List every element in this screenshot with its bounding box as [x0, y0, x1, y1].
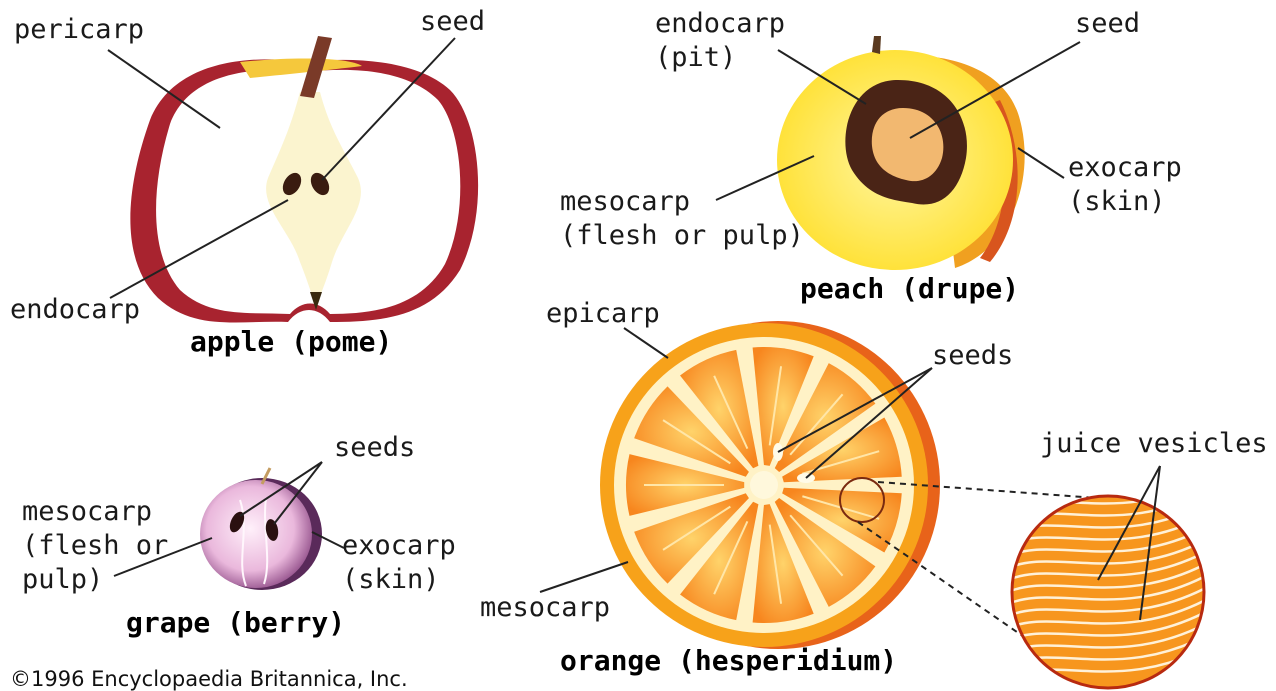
apple-caption: apple (pome): [190, 325, 392, 358]
grape-pulp-label: pulp): [22, 564, 103, 595]
orange-caption: orange (hesperidium): [560, 644, 897, 677]
grape-flesh-label: (flesh or: [22, 530, 168, 561]
grape-skin-label: (skin): [342, 564, 440, 595]
peach-mesocarp-label: mesocarp: [560, 186, 690, 217]
copyright-notice: ©1996 Encyclopaedia Britannica, Inc.: [10, 667, 408, 691]
peach-caption: peach (drupe): [800, 272, 1019, 305]
orange-epicarp-leader: [624, 328, 668, 358]
apple-illustration: [130, 36, 478, 322]
peach-exocarp-label: exocarp: [1068, 152, 1182, 183]
grape-seeds-label: seeds: [334, 432, 415, 463]
grape-exocarp-label: exocarp: [342, 530, 456, 561]
orange-illustration: [600, 321, 940, 649]
orange-mesocarp-label: mesocarp: [480, 592, 610, 623]
orange-seeds-label: seeds: [932, 340, 1013, 371]
peach-pit-label: (pit): [655, 42, 736, 73]
apple-pericarp-label: pericarp: [14, 14, 144, 45]
grape-mesocarp-label: mesocarp: [22, 496, 152, 527]
juice-vesicles-label: juice vesicles: [1040, 428, 1268, 459]
grape-caption: grape (berry): [126, 606, 345, 639]
peach-stem: [872, 36, 881, 54]
peach-seed-label: seed: [1075, 8, 1140, 39]
peach-skin-label: (skin): [1068, 186, 1166, 217]
apple-endocarp-label: endocarp: [10, 294, 140, 325]
orange-mesocarp-leader: [540, 562, 628, 592]
orange-center: [750, 471, 778, 499]
peach-endocarp-label: endocarp: [655, 8, 785, 39]
peach-flesh-label: (flesh or pulp): [560, 220, 804, 251]
apple-seed-label: seed: [420, 6, 485, 37]
peach-exocarp-leader: [1018, 148, 1064, 178]
orange-epicarp-label: epicarp: [546, 298, 660, 329]
